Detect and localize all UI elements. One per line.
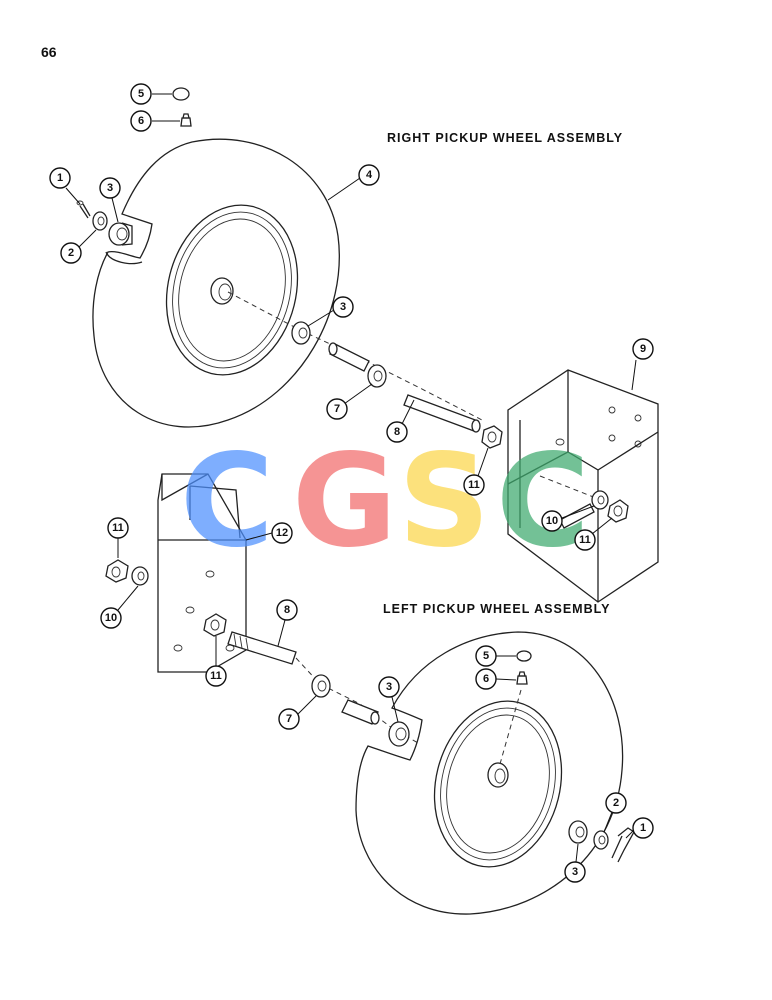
left-wheel-rim — [433, 700, 563, 868]
callout-left-11a: 11 — [107, 517, 129, 558]
left-wheel-bearing-inner — [388, 721, 410, 747]
right-axle-bolt — [403, 394, 481, 433]
svg-text:7: 7 — [334, 403, 340, 415]
left-pickup-wheel-assembly-title: LEFT PICKUP WHEEL ASSEMBLY — [383, 602, 611, 616]
svg-text:3: 3 — [572, 866, 578, 878]
callout-left-10: 10 — [100, 585, 139, 629]
watermark-letter-1: C — [180, 427, 274, 576]
svg-text:5: 5 — [483, 650, 489, 662]
svg-text:6: 6 — [483, 673, 489, 685]
callout-left-3a: 3 — [378, 676, 400, 723]
watermark-letter-4: C — [496, 427, 590, 576]
svg-text:11: 11 — [112, 522, 124, 534]
left-axle-bolt — [227, 631, 297, 665]
callout-right-1: 1 — [49, 167, 81, 205]
callout-right-7: 7 — [326, 383, 373, 420]
svg-text:7: 7 — [286, 713, 292, 725]
svg-text:4: 4 — [366, 169, 373, 181]
right-bracket-bolt — [539, 475, 597, 529]
right-grease-fitting — [180, 113, 192, 127]
svg-text:3: 3 — [107, 182, 113, 194]
callout-right-5: 5 — [130, 83, 172, 105]
left-dust-cap — [516, 650, 532, 662]
right-mounting-bracket — [507, 369, 659, 603]
svg-text:10: 10 — [105, 612, 117, 624]
right-axle-centerline — [227, 291, 483, 421]
right-wheel-bearing-inner — [291, 321, 311, 345]
left-grease-fitting — [499, 671, 528, 765]
callout-left-8: 8 — [276, 599, 298, 647]
left-axle-nut — [203, 613, 227, 637]
callout-right-9: 9 — [631, 338, 654, 391]
page-number: 66 — [41, 44, 57, 60]
callout-right-2: 2 — [60, 229, 97, 264]
svg-text:3: 3 — [386, 681, 392, 693]
callout-right-6: 6 — [130, 110, 180, 132]
svg-text:3: 3 — [340, 301, 346, 313]
left-wheel-bearing-outer — [568, 820, 588, 844]
right-bracket-washer — [591, 490, 609, 510]
svg-text:1: 1 — [57, 172, 63, 184]
left-spacer-tube — [341, 699, 380, 725]
right-pickup-wheel-assembly-title: RIGHT PICKUP WHEEL ASSEMBLY — [387, 131, 624, 145]
svg-text:11: 11 — [210, 670, 222, 682]
callout-right-4: 4 — [327, 164, 380, 201]
cgsc-watermark: C G S C — [180, 427, 590, 576]
right-cotter-pin — [76, 200, 91, 219]
right-axle-nut — [481, 425, 503, 449]
callout-right-10: 10 — [541, 505, 595, 532]
left-bracket-nut — [105, 559, 129, 583]
right-wheel-rim — [165, 204, 299, 376]
right-spacer-washer — [367, 364, 387, 388]
callout-left-5: 5 — [475, 645, 516, 667]
left-washer — [593, 830, 609, 850]
right-bracket-nut — [607, 499, 629, 523]
svg-text:2: 2 — [613, 797, 619, 809]
watermark-letter-3: S — [398, 427, 490, 576]
callout-left-1: 1 — [625, 817, 654, 839]
callout-right-3b: 3 — [307, 296, 354, 327]
callout-left-11b: 11 — [205, 636, 227, 687]
callout-right-11b: 11 — [574, 517, 613, 551]
svg-text:5: 5 — [138, 88, 144, 100]
right-wheel-hub — [210, 277, 234, 305]
svg-text:8: 8 — [284, 604, 290, 616]
callout-left-3b: 3 — [564, 843, 586, 883]
callout-right-3a: 3 — [99, 177, 121, 223]
callout-12: 12 — [245, 522, 293, 544]
right-dust-cap — [172, 87, 190, 101]
callout-right-8: 8 — [386, 399, 415, 443]
left-spacer-washer — [311, 674, 331, 698]
svg-text:11: 11 — [579, 534, 591, 546]
right-wheel-bearing-outer — [108, 222, 133, 246]
watermark-letter-2: G — [292, 427, 397, 576]
right-spacer-tube — [328, 342, 370, 372]
svg-text:8: 8 — [394, 426, 400, 438]
svg-text:10: 10 — [546, 515, 558, 527]
left-bracket-washer — [131, 566, 149, 586]
callout-left-2: 2 — [603, 792, 627, 833]
svg-text:1: 1 — [640, 822, 646, 834]
callout-left-7: 7 — [278, 695, 317, 730]
svg-text:12: 12 — [276, 527, 288, 539]
callout-right-11a: 11 — [463, 447, 489, 496]
svg-text:9: 9 — [640, 343, 646, 355]
svg-text:2: 2 — [68, 247, 74, 259]
left-wheel-hub — [487, 762, 509, 788]
callout-left-6: 6 — [475, 668, 517, 690]
right-washer — [92, 211, 108, 231]
svg-text:6: 6 — [138, 115, 144, 127]
svg-text:11: 11 — [468, 479, 480, 491]
